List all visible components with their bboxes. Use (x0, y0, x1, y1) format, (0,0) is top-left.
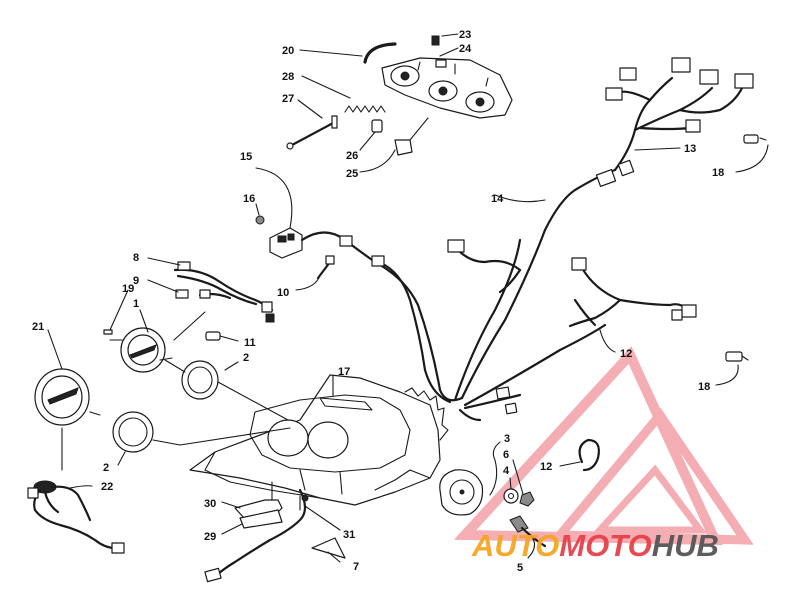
callout-26: 26 (346, 150, 358, 162)
callout-16: 16 (243, 193, 255, 205)
main-harness-14 (300, 168, 617, 422)
regulator-15 (255, 167, 303, 259)
watermark-text: AUTOMOTOHUB (471, 528, 719, 563)
rod-27 (286, 99, 338, 150)
screw-16 (255, 203, 265, 225)
watermark-moto: MOTO (559, 528, 651, 563)
socket-25 (359, 117, 429, 173)
bulb-26 (359, 119, 383, 151)
decal-7 (311, 537, 346, 563)
callout-labels: 1 2 2 3 4 5 6 7 8 9 10 11 12 12 13 14 15… (32, 29, 724, 574)
callout-1: 1 (133, 298, 139, 310)
callout-27: 27 (282, 93, 294, 105)
harness-13 (595, 57, 754, 187)
harness-31 (204, 488, 341, 583)
gauge-cluster-24 (381, 57, 513, 119)
callout-17: 17 (338, 366, 350, 378)
callout-19: 19 (122, 283, 134, 295)
callout-23: 23 (459, 29, 471, 41)
callout-4: 4 (503, 465, 510, 477)
callout-9: 9 (133, 275, 139, 287)
callout-11: 11 (244, 337, 256, 349)
callout-6: 6 (503, 449, 509, 461)
callout-31: 31 (343, 529, 355, 541)
connector-18-lower (715, 351, 749, 386)
gauge-1 (109, 309, 173, 373)
callout-2-upper: 2 (243, 352, 249, 364)
svg-text:AUTOMOTOHUB: AUTOMOTOHUB (471, 528, 719, 563)
callout-29: 29 (204, 531, 216, 543)
harness-22 (27, 480, 125, 554)
clamp-12-lower (559, 438, 600, 472)
connector-5 (509, 515, 547, 559)
callout-13: 13 (684, 143, 696, 155)
bezel-ring-2-lower (112, 411, 154, 466)
connector-18-upper (735, 134, 769, 173)
callout-2-lower: 2 (103, 462, 109, 474)
bolt-10 (295, 255, 335, 291)
watermark-logo (453, 346, 754, 546)
callout-25: 25 (346, 168, 358, 180)
gauge-3 (439, 441, 501, 516)
callout-18-lower: 18 (698, 381, 710, 393)
gauge-21 (34, 329, 101, 471)
leader-24 (439, 47, 459, 57)
hose-20 (299, 42, 397, 64)
assembly-lines (152, 359, 291, 446)
callout-8: 8 (133, 252, 139, 264)
clip-23 (431, 33, 459, 46)
callout-15: 15 (240, 151, 252, 163)
dash-panel-17 (189, 374, 449, 506)
callout-12-lower: 12 (540, 461, 552, 473)
callout-10: 10 (277, 287, 289, 299)
callout-18-upper: 18 (712, 167, 724, 179)
callout-30: 30 (204, 498, 216, 510)
harness-branch (447, 239, 522, 294)
screw-19 (103, 289, 129, 335)
callout-12-right: 12 (620, 348, 632, 360)
callout-22: 22 (101, 481, 113, 493)
harness-12-right (568, 257, 697, 353)
watermark-auto: AUTO (471, 528, 559, 563)
harness-8-9 (147, 257, 275, 323)
callout-14: 14 (491, 193, 504, 205)
spring-28 (301, 75, 386, 113)
callout-3: 3 (504, 433, 510, 445)
watermark-hub: HUB (652, 528, 719, 563)
nut-6 (512, 459, 535, 507)
bezel-ring-2-upper (181, 360, 239, 400)
callout-5: 5 (517, 562, 523, 574)
bracket-29 (221, 509, 283, 535)
callout-20: 20 (282, 45, 294, 57)
callout-24: 24 (459, 43, 472, 55)
callout-21: 21 (32, 321, 44, 333)
plug-11 (173, 311, 239, 342)
callout-7: 7 (353, 561, 359, 573)
callout-28: 28 (282, 71, 294, 83)
washer-4 (503, 477, 519, 504)
